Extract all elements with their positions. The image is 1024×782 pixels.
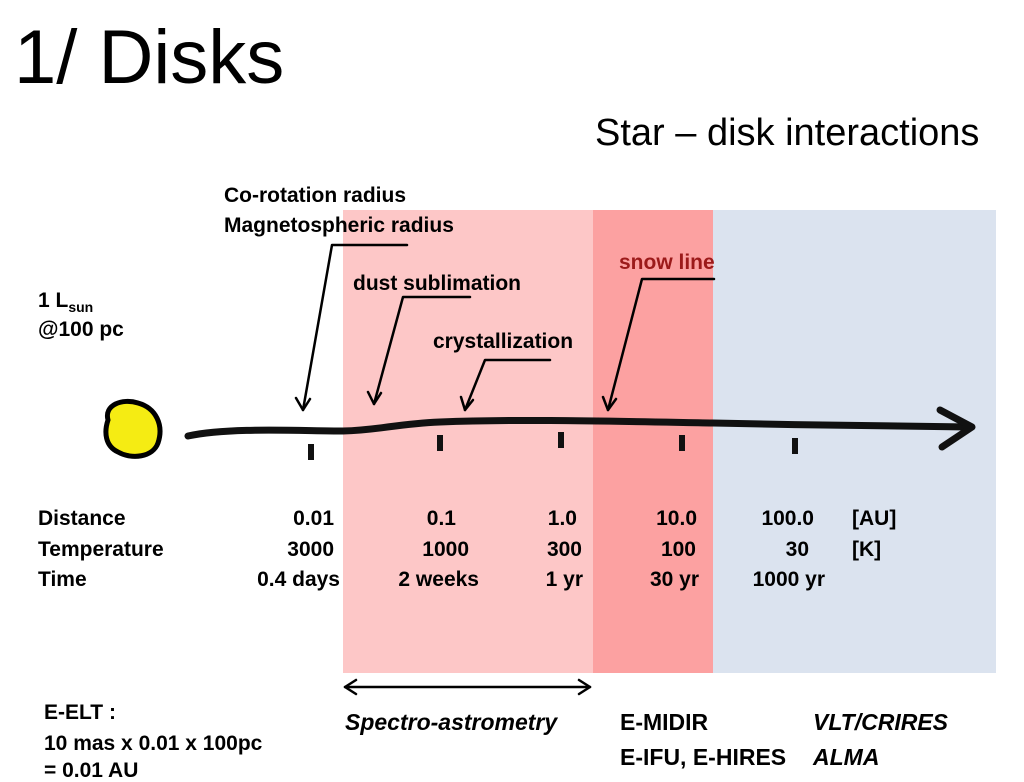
- row-label-time: Time: [38, 568, 87, 591]
- e-midir-label: E-MIDIR: [620, 709, 709, 735]
- magnetospheric-arrow: [301, 243, 409, 412]
- spectro-astrometry-label: Spectro-astrometry: [345, 709, 558, 735]
- axis-arrowhead: [936, 406, 976, 451]
- magnetospheric-arrow-head: [294, 396, 312, 412]
- crystallization-arrow: [463, 358, 552, 412]
- snow-line-arrow-head: [601, 395, 618, 412]
- corotation-label: Co-rotation radius: [224, 184, 406, 207]
- snow-line-band: [593, 210, 713, 673]
- star-icon: [103, 398, 163, 459]
- vlt-crires-label: VLT/CRIRES: [813, 709, 949, 735]
- snow-line-arrow: [606, 277, 716, 412]
- distance-3: 10.0: [656, 507, 697, 530]
- distance-axis: [184, 416, 974, 440]
- axis-ticks: [308, 432, 798, 460]
- temperature-4: 30: [785, 538, 809, 561]
- distance-4: 100.0: [761, 507, 814, 530]
- magnetospheric-label: Magnetospheric radius: [224, 214, 454, 237]
- spectro-range-right-head: [577, 678, 592, 696]
- alma-label: ALMA: [813, 744, 880, 770]
- unit-distance: [AU]: [852, 507, 897, 530]
- temperature-1: 1000: [422, 538, 469, 561]
- time-4: 1000 yr: [752, 568, 825, 591]
- snow-line-label: snow line: [619, 251, 715, 274]
- dust-arrow-head: [366, 390, 383, 406]
- star-distance: @100 pc: [38, 318, 124, 341]
- spectro-range-left-head: [343, 678, 358, 696]
- row-label-distance: Distance: [38, 507, 126, 530]
- e-ifu-label: E-IFU, E-HIRES: [620, 744, 787, 770]
- dust-sublimation-label: dust sublimation: [353, 272, 521, 295]
- slide-title: 1/ Disks: [14, 15, 285, 100]
- time-2: 1 yr: [545, 568, 583, 591]
- eelt-line-3: = 0.01 AU: [44, 759, 139, 782]
- temperature-0: 3000: [287, 538, 334, 561]
- crystallization-label: crystallization: [433, 330, 574, 353]
- eelt-line-1: E-ELT :: [44, 701, 116, 724]
- inner-disk-band: [343, 210, 593, 673]
- time-3: 30 yr: [649, 568, 699, 591]
- time-0: 0.4 days: [257, 568, 340, 591]
- temperature-2: 300: [546, 538, 582, 561]
- crystallization-arrow-head: [459, 395, 475, 412]
- luminosity-subscript: sun: [68, 299, 94, 316]
- time-1: 2 weeks: [398, 568, 479, 591]
- star-luminosity: 1 Lsun: [38, 290, 93, 314]
- temperature-3: 100: [660, 538, 696, 561]
- eelt-line-2: 10 mas x 0.01 x 100pc: [44, 732, 263, 755]
- row-label-temperature: Temperature: [38, 538, 164, 561]
- dust-arrow: [372, 295, 472, 406]
- unit-temperature: [K]: [852, 538, 882, 561]
- distance-2: 1.0: [547, 507, 577, 530]
- distance-0: 0.01: [293, 507, 334, 530]
- slide-subtitle: Star – disk interactions: [595, 112, 980, 154]
- distance-1: 0.1: [426, 507, 456, 530]
- luminosity-value: 1 L: [38, 289, 69, 312]
